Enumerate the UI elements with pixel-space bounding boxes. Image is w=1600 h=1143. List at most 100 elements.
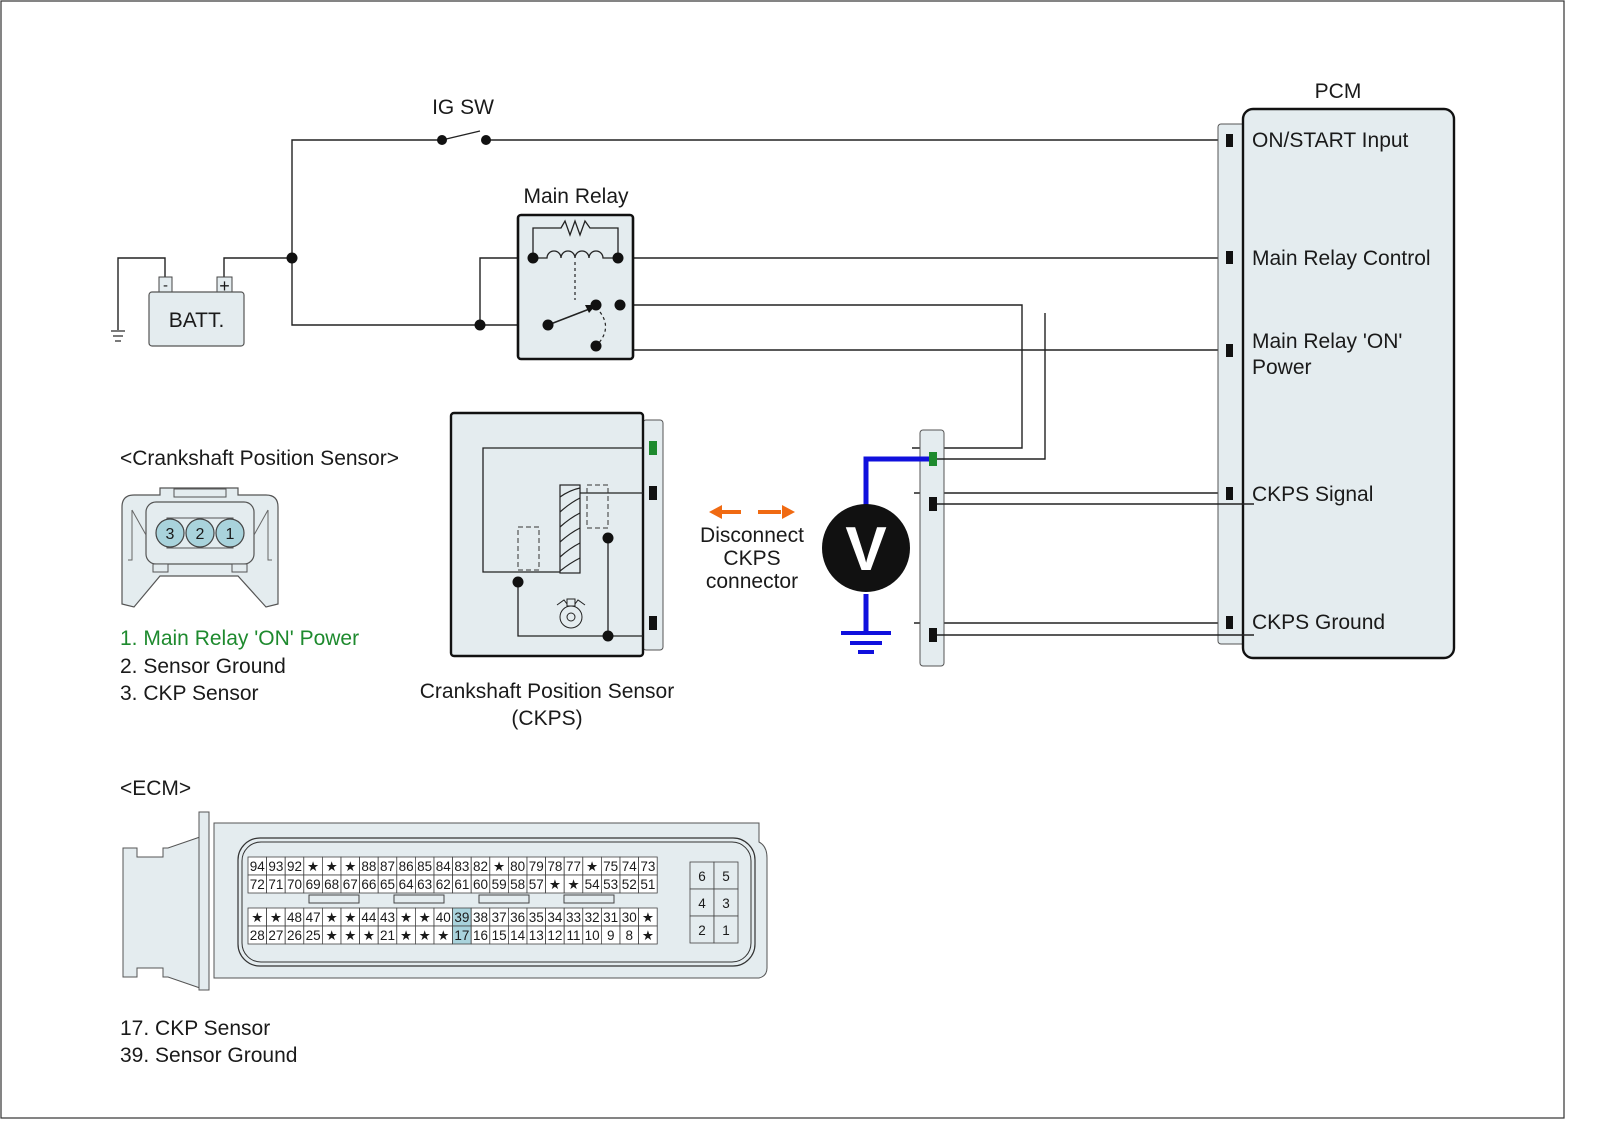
ecm-pin-number: 73 [640,859,655,874]
ecm-aux-pin-cell [713,861,739,890]
ecm-pin-number: 28 [250,928,265,943]
ecm-pin-number: ★ [344,910,356,925]
disconnect-note: connector [706,570,798,593]
ground-icon [111,330,125,342]
ecm-pin-number: 94 [250,859,266,874]
ckps-label: Crankshaft Position Sensor [420,680,674,703]
ecm-latches [308,894,615,904]
ecm-pin-number: 27 [268,928,283,943]
ecm-pin-number: ★ [270,910,282,925]
ecm-legend-item: 17. CKP Sensor [120,1017,270,1040]
ecm-aux-pin-number: 2 [698,923,706,938]
pcm-body [1241,107,1456,660]
ecm-pin-number: 14 [510,928,526,943]
ecm-pin-number: 64 [399,877,415,892]
pcm-pin-ckps-signal: CKPS Signal [1252,483,1373,506]
ecm-pin-number: 70 [287,877,302,892]
ecm-pin-cell [638,874,658,894]
ecm-pin-number: 26 [287,928,302,943]
ig-switch-contact-left [437,135,447,145]
ecm-pin-number: ★ [642,910,654,925]
disconnect-note: Disconnect [700,524,804,547]
ecm-pin-number: 48 [287,910,302,925]
ecm-pin-number: 53 [603,877,618,892]
ecm-plug [122,836,201,989]
ecm-pin-number: 78 [547,859,562,874]
harness-pin-power [929,452,937,466]
crankshaft-position-sensor: Crankshaft Position Sensor (CKPS) [420,411,674,730]
ckps-pin-power [649,441,657,455]
ecm-pin-number: 15 [492,928,507,943]
battery-pos-sign: + [219,276,230,296]
ecm-pin-number: 66 [361,877,376,892]
ecm-pin-number: 39 [454,910,469,925]
ecm-aux-pin-cell [713,915,739,944]
pcm-pin-relay-control: Main Relay Control [1252,247,1431,270]
ecm-pin-number: 52 [622,877,637,892]
ecm-pin-number: 9 [607,928,615,943]
connector-pin-1 [215,518,245,548]
relay-coil [533,250,618,259]
ecm-aux-pin-cell [689,888,715,917]
ecm-pin-number: 16 [473,928,488,943]
harness-wires [937,313,1254,636]
ckps-connector-title: <Crankshaft Position Sensor> [120,447,399,470]
ecm-pin-number: 44 [361,910,377,925]
ecm-pin-number: 65 [380,877,395,892]
voltmeter-dial [822,504,910,592]
relay-nc-path [597,311,607,345]
wire-battery-ground [117,257,166,330]
disconnect-arrows-icon [709,505,795,519]
ecm-pin-number: ★ [437,928,449,943]
ecm-pin-number: 51 [640,877,655,892]
ecm-pin-number: 74 [622,859,638,874]
ecm-pin-cell [638,925,658,945]
ecm-pin-number: 86 [399,859,414,874]
ecm-pin-number: 58 [510,877,525,892]
ecm-pin-number: 36 [510,910,525,925]
ecm-pin-number: 61 [454,877,469,892]
ecm-pin-number: ★ [363,928,375,943]
pin-number: 1 [226,526,235,543]
ecm-pin-number: 80 [510,859,525,874]
ckps-pin-signal [649,486,657,500]
ecm-pin-number: ★ [326,910,338,925]
ecm-pin-number: ★ [642,928,654,943]
ecm-pin-number: 68 [324,877,339,892]
ckps-legend-item: 2. Sensor Ground [120,655,286,678]
wire-to-relay-switch [291,258,548,326]
ecm-pin-number: 40 [436,910,451,925]
ckps-coil-winding [559,487,581,572]
pcm-pin-on-start: ON/START Input [1252,129,1409,152]
pcm-pin [1226,616,1233,629]
pcm-pin-ckps-ground: CKPS Ground [1252,611,1385,634]
ecm-aux-pin-cell [713,888,739,917]
ignition-switch: IG SW [432,96,494,145]
ecm-pin-number: 10 [585,928,600,943]
ecm-aux-pin-number: 5 [722,869,730,884]
voltmeter-symbol: V [845,515,886,584]
wire-to-relay-coil [479,257,533,325]
harness-pin-signal [929,497,937,511]
ecm-pin-number: 85 [417,859,432,874]
ig-switch-label: IG SW [432,96,494,119]
ecm-pin-number: 8 [626,928,634,943]
ecm-pin-number: 62 [436,877,451,892]
ckps-sensor-body [449,411,645,658]
ecm-pin-number: ★ [549,877,561,892]
ecm-flange [198,811,210,991]
relay-switch-arm [547,307,593,326]
ckps-connector-face: <Crankshaft Position Sensor> 3 2 1 1. Ma… [120,447,399,705]
connector-pin-2 [185,518,215,548]
ecm-pin-number: 75 [603,859,618,874]
ecm-pin-number: 35 [529,910,544,925]
pin-number: 3 [166,526,175,543]
ecm-pin-number: 63 [417,877,432,892]
ig-switch-contact-right [481,135,491,145]
ground-icon [841,631,891,654]
ecm-aux-pin-number: 1 [722,923,730,938]
ecm-pin-number: 17 [454,928,469,943]
ecm-pin-number: 93 [268,859,283,874]
